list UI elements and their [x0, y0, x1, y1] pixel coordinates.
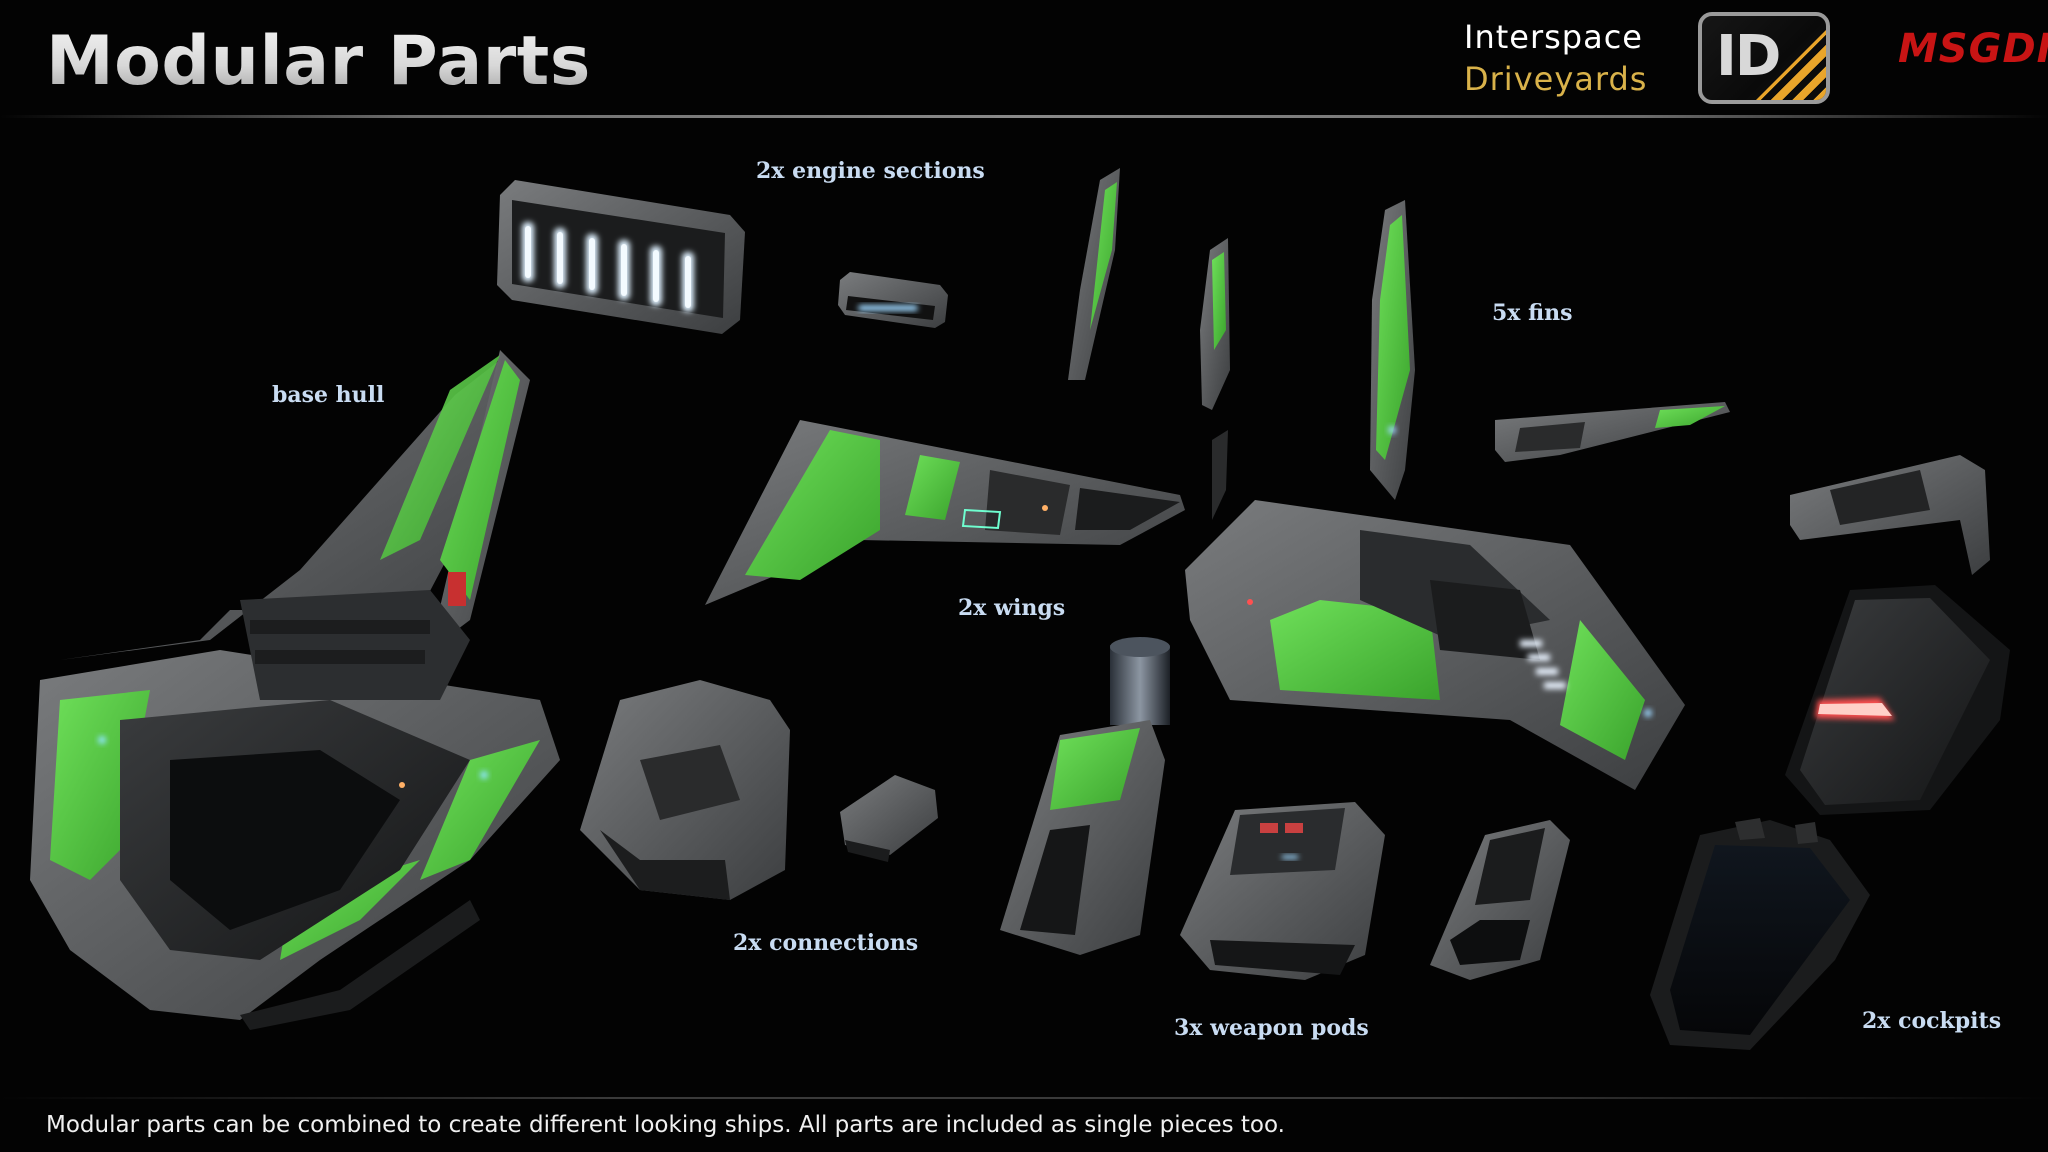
logo-line-2: Driveyards: [1464, 60, 1648, 98]
wing-part-1: [705, 420, 1185, 605]
fin-part-4: [1495, 402, 1730, 462]
label-cockpits: 2x cockpits: [1862, 1008, 2002, 1034]
fin-part-3: [1370, 200, 1415, 500]
label-base-hull: base hull: [272, 382, 385, 408]
label-connections: 2x connections: [733, 930, 919, 956]
header-divider: [0, 115, 2048, 118]
base-hull-part: [30, 350, 560, 1030]
fin-part-5: [1790, 455, 1990, 575]
engine-section-small-part: [838, 272, 948, 328]
cockpit-part-1: [1785, 585, 2010, 815]
cockpit-part-2: [1650, 818, 1870, 1050]
brand-text: MSGDI: [1898, 26, 2048, 72]
weapon-pod-part-2: [1180, 802, 1385, 980]
parts-render: [30, 168, 2010, 1050]
weapon-pod-part-1: [1000, 637, 1170, 955]
weapon-pod-part-3: [1430, 820, 1570, 980]
connection-part-2: [840, 775, 938, 862]
footer-caption: Modular parts can be combined to create …: [46, 1112, 1285, 1138]
label-weapon-pods: 3x weapon pods: [1174, 1015, 1369, 1041]
label-wings: 2x wings: [958, 595, 1066, 621]
engine-section-part: [497, 180, 745, 334]
footer-divider: [0, 1097, 2048, 1099]
fin-part-2: [1200, 238, 1230, 520]
logo-badge: ID: [1698, 12, 1830, 104]
label-fins: 5x fins: [1492, 300, 1573, 326]
label-engine-sections: 2x engine sections: [756, 158, 985, 184]
logo-line-1: Interspace: [1464, 18, 1643, 56]
fin-part-1: [1068, 168, 1120, 380]
wing-part-2: [1185, 500, 1685, 790]
connection-part-1: [580, 680, 790, 900]
page-title: Modular Parts: [46, 22, 591, 101]
logo-badge-text: ID: [1716, 24, 1781, 89]
